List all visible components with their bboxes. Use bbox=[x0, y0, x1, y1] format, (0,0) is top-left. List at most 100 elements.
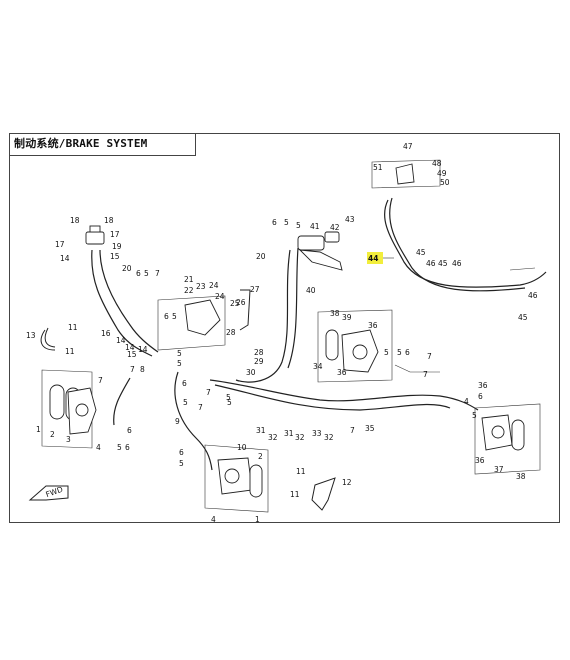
callout-5: 5 bbox=[183, 398, 188, 407]
diagram-frame bbox=[9, 133, 560, 523]
callout-11: 11 bbox=[65, 347, 75, 356]
callout-46: 46 bbox=[528, 291, 538, 300]
callout-7: 7 bbox=[423, 370, 428, 379]
callout-7: 7 bbox=[206, 388, 211, 397]
callout-6: 6 bbox=[272, 218, 277, 227]
callout-5: 5 bbox=[179, 459, 184, 468]
callout-36: 36 bbox=[337, 368, 347, 377]
callout-14: 14 bbox=[125, 343, 135, 352]
callout-5: 5 bbox=[172, 312, 177, 321]
callout-25: 25 bbox=[230, 299, 240, 308]
callout-28: 28 bbox=[226, 328, 236, 337]
callout-12: 12 bbox=[342, 478, 352, 487]
callout-40: 40 bbox=[306, 286, 316, 295]
front-left-caliper bbox=[41, 369, 97, 449]
callout-3: 3 bbox=[66, 435, 71, 444]
callout-5: 5 bbox=[177, 359, 182, 368]
callout-51: 51 bbox=[373, 163, 383, 172]
callout-38: 38 bbox=[516, 472, 526, 481]
callout-7: 7 bbox=[155, 269, 160, 278]
callout-17: 17 bbox=[55, 240, 65, 249]
callout-34: 34 bbox=[313, 362, 323, 371]
callout-5: 5 bbox=[472, 411, 477, 420]
callout-4: 4 bbox=[211, 515, 216, 524]
parking-brake-lever bbox=[371, 159, 441, 189]
callout-43: 43 bbox=[345, 215, 355, 224]
callout-49: 49 bbox=[437, 169, 447, 178]
callout-17: 17 bbox=[110, 230, 120, 239]
callout-7: 7 bbox=[130, 365, 135, 374]
master-cylinder-right bbox=[297, 231, 343, 271]
callout-36: 36 bbox=[478, 381, 488, 390]
callout-18: 18 bbox=[104, 216, 114, 225]
callout-11: 11 bbox=[290, 490, 300, 499]
callout-13: 13 bbox=[26, 331, 36, 340]
callout-14: 14 bbox=[138, 345, 148, 354]
callout-29: 29 bbox=[254, 357, 264, 366]
callout-7: 7 bbox=[198, 403, 203, 412]
callout-5: 5 bbox=[227, 398, 232, 407]
callout-5: 5 bbox=[144, 269, 149, 278]
callout-36: 36 bbox=[368, 321, 378, 330]
callout-19: 19 bbox=[112, 242, 122, 251]
fwd-arrow-icon: FWD bbox=[28, 485, 69, 501]
callout-5: 5 bbox=[397, 348, 402, 357]
callout-39: 39 bbox=[342, 313, 352, 322]
rear-right-caliper bbox=[474, 403, 541, 475]
callout-32: 32 bbox=[295, 433, 305, 442]
callout-5: 5 bbox=[117, 443, 122, 452]
callout-4: 4 bbox=[96, 443, 101, 452]
callout-15: 15 bbox=[127, 350, 137, 359]
callout-2: 2 bbox=[258, 452, 263, 461]
callout-7: 7 bbox=[427, 352, 432, 361]
rear-left-caliper bbox=[204, 444, 269, 513]
callout-2: 2 bbox=[50, 430, 55, 439]
callout-6: 6 bbox=[182, 379, 187, 388]
callout-4: 4 bbox=[464, 397, 469, 406]
callout-6: 6 bbox=[164, 312, 169, 321]
callout-6: 6 bbox=[478, 392, 483, 401]
callout-38: 38 bbox=[330, 309, 340, 318]
callout-1: 1 bbox=[36, 425, 41, 434]
callout-20: 20 bbox=[256, 252, 266, 261]
callout-37: 37 bbox=[494, 465, 504, 474]
callout-30: 30 bbox=[246, 368, 256, 377]
clip-bracket-13 bbox=[40, 327, 56, 351]
callout-8: 8 bbox=[140, 365, 145, 374]
callout-32: 32 bbox=[324, 433, 334, 442]
brake-hoses bbox=[91, 197, 547, 471]
right-front-caliper bbox=[317, 309, 393, 383]
callout-26: 26 bbox=[236, 298, 246, 307]
callout-20: 20 bbox=[122, 264, 132, 273]
callout-1: 1 bbox=[255, 515, 260, 524]
callout-labels: 18 18 17 17 19 14 15 20 16 14 14 15 14 1… bbox=[26, 142, 538, 524]
callout-15: 15 bbox=[110, 252, 120, 261]
callout-32: 32 bbox=[268, 433, 278, 442]
callout-16: 16 bbox=[101, 329, 111, 338]
callout-47: 47 bbox=[403, 142, 413, 151]
callout-6: 6 bbox=[127, 426, 132, 435]
callout-7: 7 bbox=[350, 426, 355, 435]
callout-31: 31 bbox=[284, 429, 294, 438]
callout-48: 48 bbox=[432, 159, 442, 168]
brake-pedal-assembly bbox=[157, 289, 251, 351]
callout-21: 21 bbox=[184, 275, 194, 284]
callout-18: 18 bbox=[70, 216, 80, 225]
callout-33: 33 bbox=[312, 429, 322, 438]
callout-5: 5 bbox=[284, 218, 289, 227]
diagram-title: 制动系统/BRAKE SYSTEM bbox=[14, 137, 148, 150]
clip-bracket-11 bbox=[311, 477, 336, 511]
callout-24: 24 bbox=[209, 281, 219, 290]
callout-11: 11 bbox=[68, 323, 78, 332]
callout-7: 7 bbox=[98, 376, 103, 385]
master-cylinder-left bbox=[85, 225, 105, 245]
callout-6: 6 bbox=[136, 269, 141, 278]
callout-36: 36 bbox=[475, 456, 485, 465]
callout-5: 5 bbox=[296, 221, 301, 230]
callout-46: 46 bbox=[426, 259, 436, 268]
callout-31: 31 bbox=[256, 426, 266, 435]
callout-50: 50 bbox=[440, 178, 450, 187]
callout-46: 46 bbox=[452, 259, 462, 268]
highlight-marker bbox=[367, 252, 383, 264]
